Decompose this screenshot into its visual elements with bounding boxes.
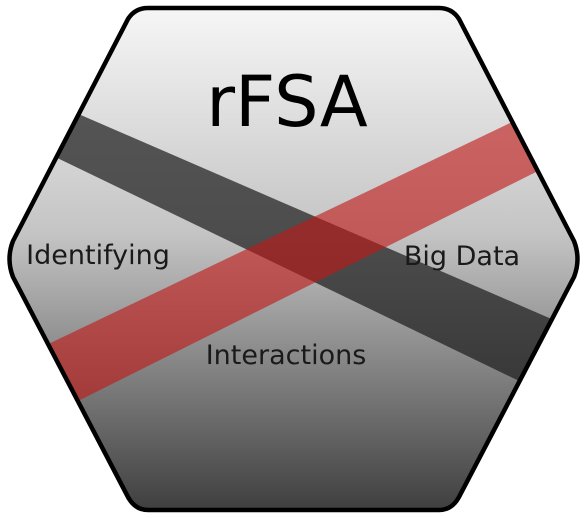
logo-title: rFSA (206, 61, 368, 143)
label-identifying: Identifying (26, 240, 170, 271)
label-big-data: Big Data (404, 241, 520, 272)
hexagon-outline (7, 5, 580, 513)
label-interactions: Interactions (206, 340, 367, 371)
red-band (40, 80, 578, 400)
